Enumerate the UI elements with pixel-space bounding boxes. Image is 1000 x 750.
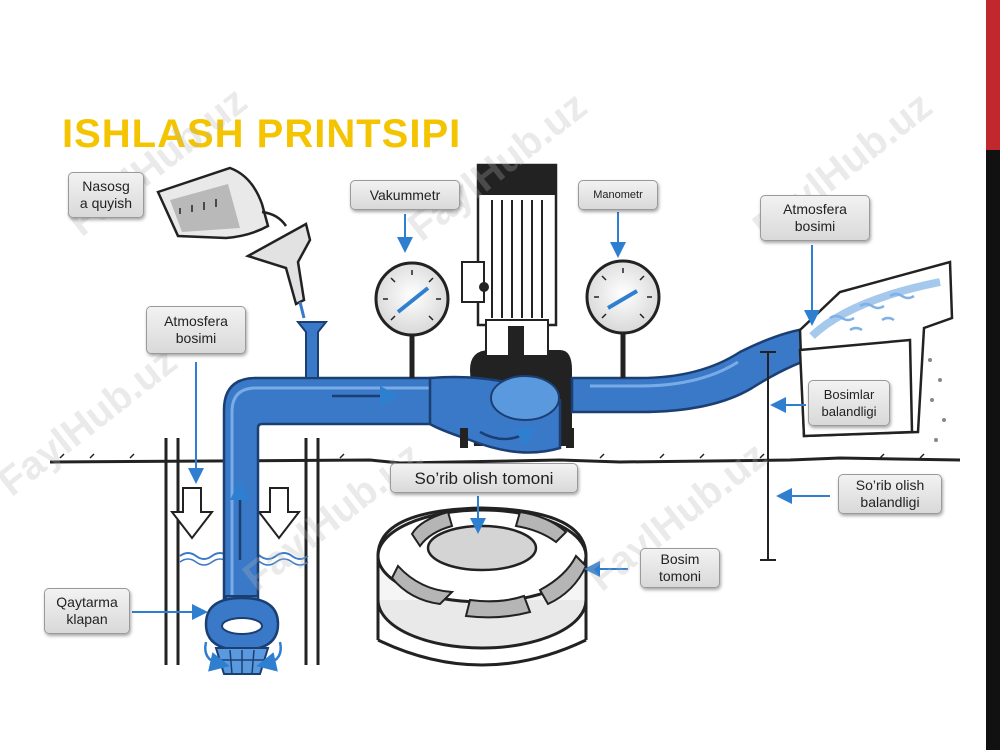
motor-icon [461,163,558,358]
label-atm-pressure-right: Atmosfera bosimi [760,195,870,241]
funnel-icon [244,222,312,319]
pitcher-icon [156,166,288,240]
well [164,438,320,665]
pressure-gauge-icon [374,261,450,378]
label-suction-side: So’rib olish tomoni [390,463,578,493]
label-check-valve: Qaytarma klapan [44,588,130,634]
foot-valve-icon [204,595,282,675]
label-pressure-side: Bosim tomoni [640,548,720,588]
atm-arrow-right [256,487,302,540]
label-pressure-head: Bosimlar balandligi [808,380,890,426]
pressure-gauge-icon [585,259,661,378]
slide-title: ISHLASH PRINTSIPI [62,112,462,156]
atm-arrow-left [169,487,215,540]
label-priming: Nasosg a quyish [68,172,144,218]
label-manometer: Manometr [578,180,658,210]
discharge-pipe [570,326,822,414]
accent-bar-black [986,150,1000,750]
label-vacuum-gauge: Vakummetr [350,180,460,210]
priming-cup [295,321,329,379]
label-suction-height: So’rib olish balandligi [838,474,942,514]
pump-housing [428,350,574,454]
impeller-icon [376,506,588,667]
height-scale [760,351,776,561]
ground-line [49,456,961,465]
accent-bar-red [986,0,1000,150]
label-atm-pressure-left: Atmosfera bosimi [146,306,246,354]
